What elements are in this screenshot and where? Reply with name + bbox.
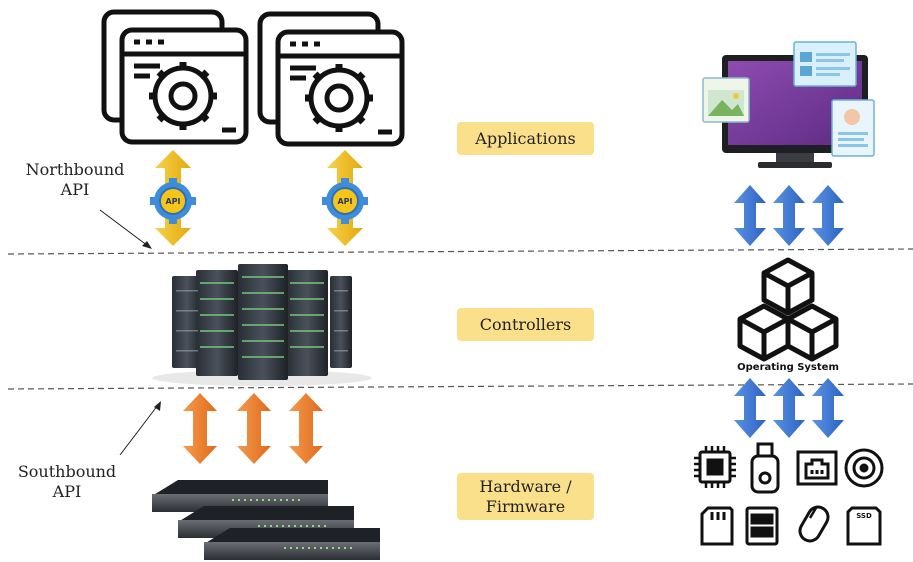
southbound-arrow: [289, 393, 323, 464]
api-badge-text: API: [337, 197, 352, 206]
southbound-pointer: [119, 401, 161, 456]
ssd-label: SSD: [856, 512, 872, 520]
os-hardware-arrow: [734, 378, 766, 438]
computer-mouse-icon: [798, 505, 830, 543]
hardware-firmware-layer-label: Hardware / Firmware: [457, 473, 594, 520]
operating-system-cubes-icon: [737, 257, 839, 362]
hardware-label-line1: Hardware /: [479, 476, 572, 496]
southbound-arrow: [183, 393, 217, 464]
server-rack-icon: [152, 264, 372, 386]
layer-divider-bottom: [7, 383, 913, 390]
application-os-arrow: [812, 185, 844, 246]
os-hardware-arrow: [773, 378, 805, 438]
southbound-api-line2: API: [52, 482, 82, 501]
application-os-arrow: [773, 185, 805, 246]
api-badge-text: API: [165, 197, 180, 206]
application-os-arrow: [734, 185, 766, 246]
api-gear-icon: [322, 178, 368, 224]
memory-module-icon: [745, 506, 779, 546]
hardware-label-line2: Firmware: [485, 496, 566, 516]
application-window-icon: [101, 9, 249, 145]
cpu-chip-icon: [694, 446, 736, 488]
northbound-api-line2: API: [60, 180, 90, 199]
api-gear-icon: [150, 178, 196, 224]
operating-system-label: Operating System: [737, 362, 839, 373]
network-switch-icon: [204, 528, 380, 560]
applications-layer-label: Applications: [457, 122, 594, 155]
optical-disc-icon: [844, 448, 884, 488]
northbound-api-label: Northbound API: [16, 160, 134, 200]
computer-monitor-icon: [702, 41, 875, 168]
usb-drive-icon: [750, 442, 780, 494]
ethernet-port-icon: [796, 450, 838, 486]
os-hardware-arrow: [812, 378, 844, 438]
northbound-pointer: [99, 209, 152, 249]
controllers-layer-label: Controllers: [457, 308, 594, 341]
southbound-api-line1: Southbound: [17, 462, 117, 481]
application-window-icon: [257, 11, 405, 147]
layer-divider-top: [7, 248, 913, 255]
northbound-api-line1: Northbound: [25, 160, 125, 179]
southbound-arrow: [237, 393, 271, 464]
sd-card-icon: [700, 506, 734, 546]
ssd-icon: [846, 506, 882, 546]
southbound-api-label: Southbound API: [8, 462, 126, 502]
